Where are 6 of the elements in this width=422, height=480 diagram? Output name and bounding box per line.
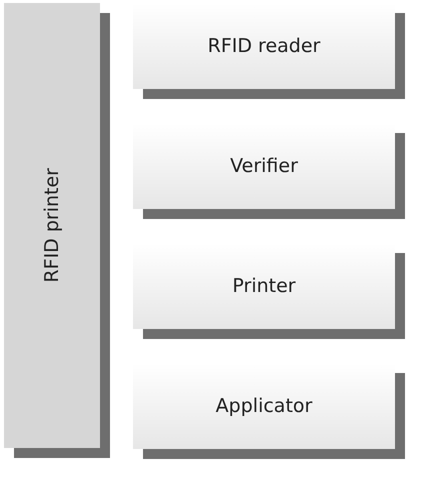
block-label: RFID printer (41, 168, 63, 283)
block-label: Verifier (230, 155, 298, 177)
block-label: Applicator (216, 395, 312, 417)
block-label: RFID reader (208, 35, 320, 57)
block-label: Printer (232, 275, 296, 297)
vertical-block (4, 3, 100, 448)
